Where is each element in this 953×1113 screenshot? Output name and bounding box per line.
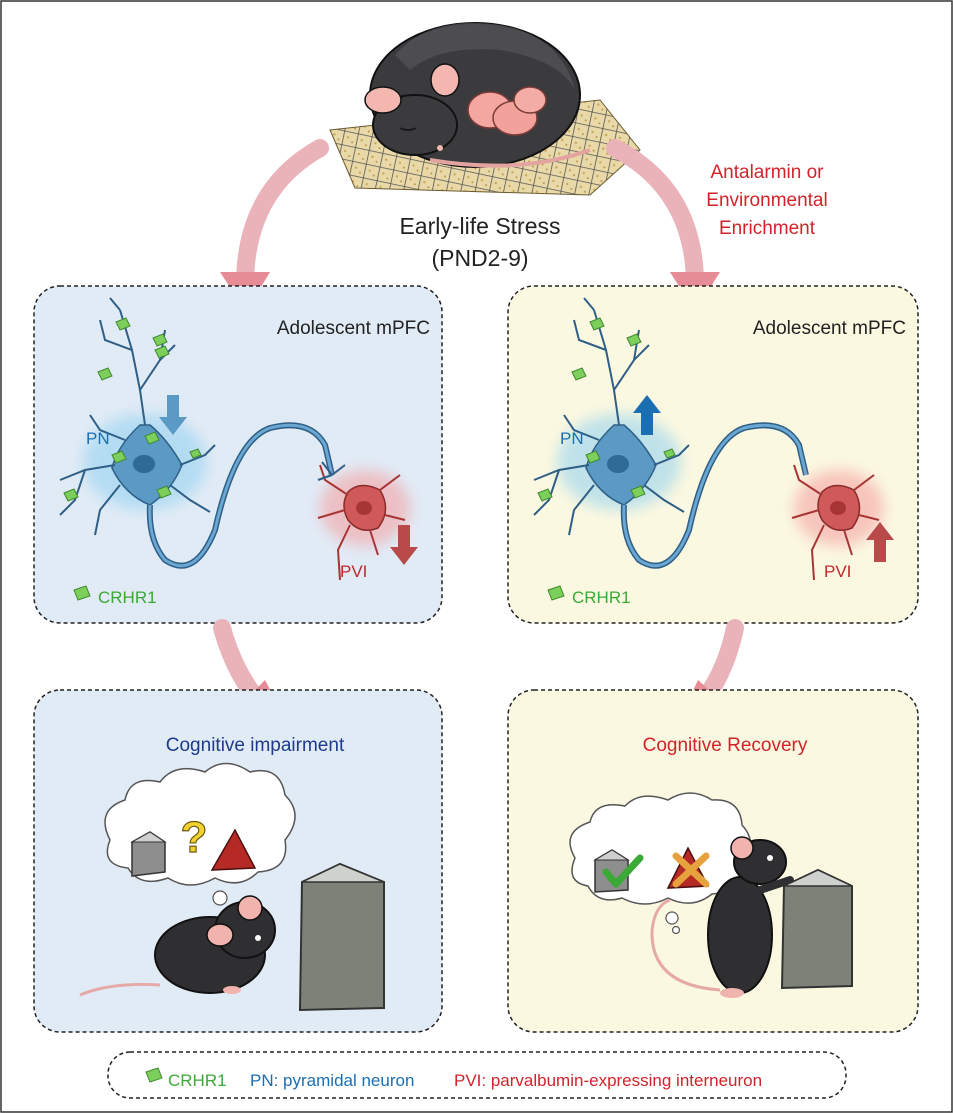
legend-pvi: PVI: parvalbumin-expressing interneuron xyxy=(454,1071,762,1090)
mother-mouse-icon xyxy=(329,22,641,196)
pvi-label-right: PVI xyxy=(824,562,851,581)
crhr1-icon xyxy=(73,585,91,601)
crhr1-icon-right xyxy=(547,585,565,601)
treatment-label-2: Environmental xyxy=(706,190,827,211)
question-icon: ? xyxy=(181,813,208,862)
pn-down-arrow-icon xyxy=(159,395,187,435)
familiar-object-icon-right xyxy=(593,849,630,893)
treatment-label-3: Enrichment xyxy=(719,218,816,239)
pvi-label-left: PVI xyxy=(340,562,367,581)
legend: CRHR1 PN: pyramidal neuron PVI: parvalbu… xyxy=(107,1051,847,1099)
panel-right-mpfc: Adolescent mPFC xyxy=(507,285,919,624)
mouse-rearing-icon xyxy=(650,836,794,998)
object-block-icon-right xyxy=(780,868,853,990)
cross-icon xyxy=(672,852,710,888)
stress-period-label: (PND2-9) xyxy=(431,245,528,271)
cognitive-recovery-title: Cognitive Recovery xyxy=(643,735,808,756)
panel-left-title: Adolescent mPFC xyxy=(277,318,430,339)
panel-left-cognition: Cognitive impairment ? xyxy=(33,689,443,1033)
legend-crhr1: CRHR1 xyxy=(168,1071,227,1090)
cognitive-impairment-title: Cognitive impairment xyxy=(166,735,345,756)
check-icon xyxy=(602,854,644,888)
novel-object-icon xyxy=(210,828,257,871)
pvi-neuron-icon xyxy=(317,461,410,581)
pvi-down-arrow-icon xyxy=(390,525,418,565)
crhr1-label-left: CRHR1 xyxy=(98,588,157,607)
panel-right-cognition: Cognitive Recovery xyxy=(507,689,919,1033)
panel-left-mpfc: Adolescent mPFC xyxy=(33,285,443,624)
pyramidal-neuron-icon-right xyxy=(533,297,884,581)
mouse-icon xyxy=(79,895,276,997)
crhr1-label-right: CRHR1 xyxy=(572,588,631,607)
treatment-label-1: Antalarmin or xyxy=(711,162,825,183)
legend-pn: PN: pyramidal neuron xyxy=(250,1071,414,1090)
familiar-object-icon xyxy=(130,831,167,877)
pvi-up-arrow-icon xyxy=(866,522,894,562)
pn-label-right: PN xyxy=(560,429,584,448)
panel-right-title: Adolescent mPFC xyxy=(753,318,906,339)
stress-label: Early-life Stress xyxy=(399,213,560,239)
pn-label-left: PN xyxy=(86,429,110,448)
legend-crhr1-icon xyxy=(145,1067,163,1083)
object-block-icon xyxy=(298,862,385,1012)
pn-up-arrow-icon xyxy=(633,395,661,435)
crhr1-receptors xyxy=(63,317,202,502)
